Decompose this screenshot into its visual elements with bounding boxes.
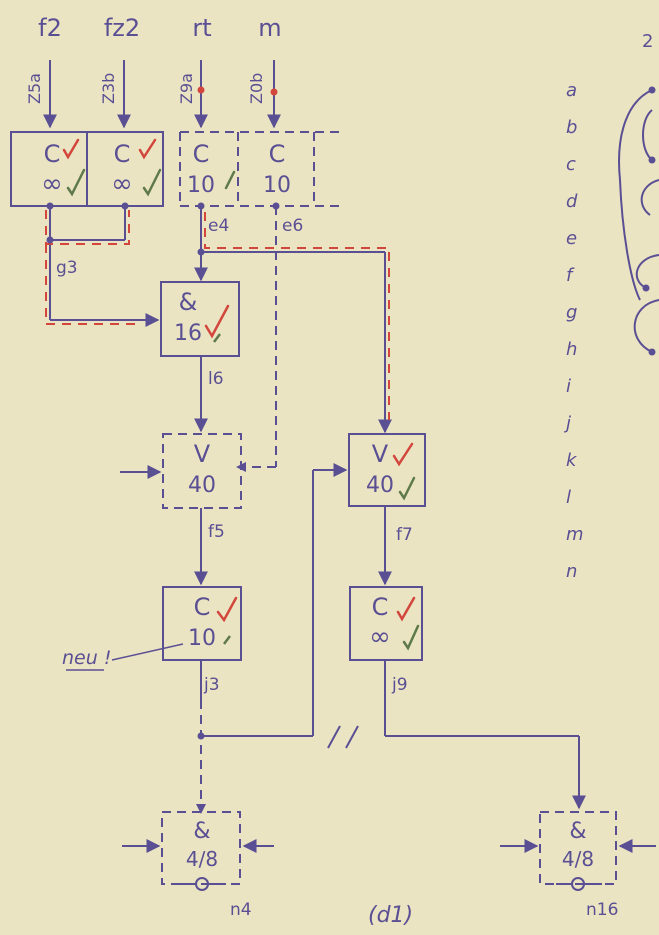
legend-letter: c xyxy=(566,154,576,175)
legend-wiring-sketch xyxy=(618,89,659,353)
green-check-mark xyxy=(142,168,162,197)
block-v40-right-value: 40 xyxy=(366,473,394,498)
node-label-f7: f7 xyxy=(396,525,413,545)
block-c-m-type: C xyxy=(269,140,286,168)
block-and-4-8-right-type: & xyxy=(569,819,586,844)
block-c-fz2-value: ∞ xyxy=(111,169,133,199)
legend-header: 2 xyxy=(642,31,653,52)
red-check-mark xyxy=(62,138,80,160)
green-check-mark xyxy=(223,635,231,645)
node-label-e6: e6 xyxy=(282,216,303,236)
input-code-fz2: Z3b xyxy=(99,73,118,104)
green-check-mark xyxy=(224,170,236,190)
block-c-f2-value: ∞ xyxy=(41,169,63,199)
legend-letter: k xyxy=(566,450,578,471)
block-c-f2-type: C xyxy=(44,140,61,168)
legend-letter: b xyxy=(566,117,577,138)
block-c-fz2-type: C xyxy=(114,140,131,168)
block-c-inf-lower-type: C xyxy=(372,593,389,621)
legend-letters: a b c d e f g h i j k l m n xyxy=(563,80,584,582)
node-label-n4: n4 xyxy=(230,900,252,920)
node-label-j9: j9 xyxy=(391,675,408,695)
note-neu: neu ! xyxy=(62,647,111,669)
legend-letter: a xyxy=(566,80,577,101)
legend-letter: h xyxy=(566,339,577,360)
legend-letter: d xyxy=(566,191,578,212)
legend-letter: l xyxy=(566,487,571,508)
node-label-n16: n16 xyxy=(586,900,618,920)
legend-letter: i xyxy=(566,376,571,397)
block-v40-right xyxy=(348,433,426,507)
legend-letter: g xyxy=(566,302,577,323)
legend-letter: j xyxy=(563,413,571,434)
input-label-rt: rt xyxy=(192,14,211,42)
node-label-g3: g3 xyxy=(56,258,78,278)
block-and-4-8-left-value: 4/8 xyxy=(186,847,218,871)
legend-letter: f xyxy=(566,265,575,286)
block-c-10-lower-value: 10 xyxy=(188,626,216,651)
red-marker-dot xyxy=(270,88,278,96)
node-label-e4: e4 xyxy=(208,216,229,236)
block-c-inf-lower-value: ∞ xyxy=(369,622,391,652)
red-check-mark xyxy=(392,442,414,467)
input-label-f2: f2 xyxy=(38,14,62,42)
block-and-16-type: & xyxy=(179,288,198,316)
legend-letter: n xyxy=(566,561,577,582)
block-and-4-8-right xyxy=(539,811,617,885)
red-check-mark xyxy=(216,596,238,623)
block-v40-right-type: V xyxy=(372,440,389,468)
block-c-10-lower-type: C xyxy=(194,593,211,621)
legend-letter: m xyxy=(566,524,584,545)
block-and-4-8-right-value: 4/8 xyxy=(562,847,594,871)
node-label-f5: f5 xyxy=(208,522,225,542)
input-label-fz2: fz2 xyxy=(104,14,140,42)
legend-letter: e xyxy=(566,228,577,249)
red-check-mark xyxy=(204,304,230,339)
input-code-f2: Z5a xyxy=(25,73,44,104)
block-v40-left-type: V xyxy=(194,440,211,468)
input-code-rt: Z9a xyxy=(177,73,196,104)
input-code-m: Z0b xyxy=(247,73,266,104)
block-and-16-value: 16 xyxy=(174,321,202,346)
block-c-m-value: 10 xyxy=(263,173,291,198)
sheet-label: (d1) xyxy=(368,903,413,928)
red-check-mark xyxy=(396,596,416,622)
block-and-4-8-left xyxy=(161,811,241,885)
red-marker-dot xyxy=(197,86,205,94)
green-check-mark xyxy=(402,624,420,651)
node-label-l6: l6 xyxy=(208,369,224,389)
green-check-mark xyxy=(398,476,416,501)
block-v40-left xyxy=(162,433,242,509)
green-check-mark xyxy=(213,333,221,343)
node-label-j3: j3 xyxy=(203,675,220,695)
block-c-rt-value: 10 xyxy=(187,173,215,198)
green-check-mark xyxy=(66,168,86,197)
block-v40-left-value: 40 xyxy=(188,473,216,498)
block-c-rt-type: C xyxy=(193,140,210,168)
block-and-4-8-left-type: & xyxy=(193,819,210,844)
input-label-m: m xyxy=(258,14,281,42)
red-check-mark xyxy=(138,138,157,160)
